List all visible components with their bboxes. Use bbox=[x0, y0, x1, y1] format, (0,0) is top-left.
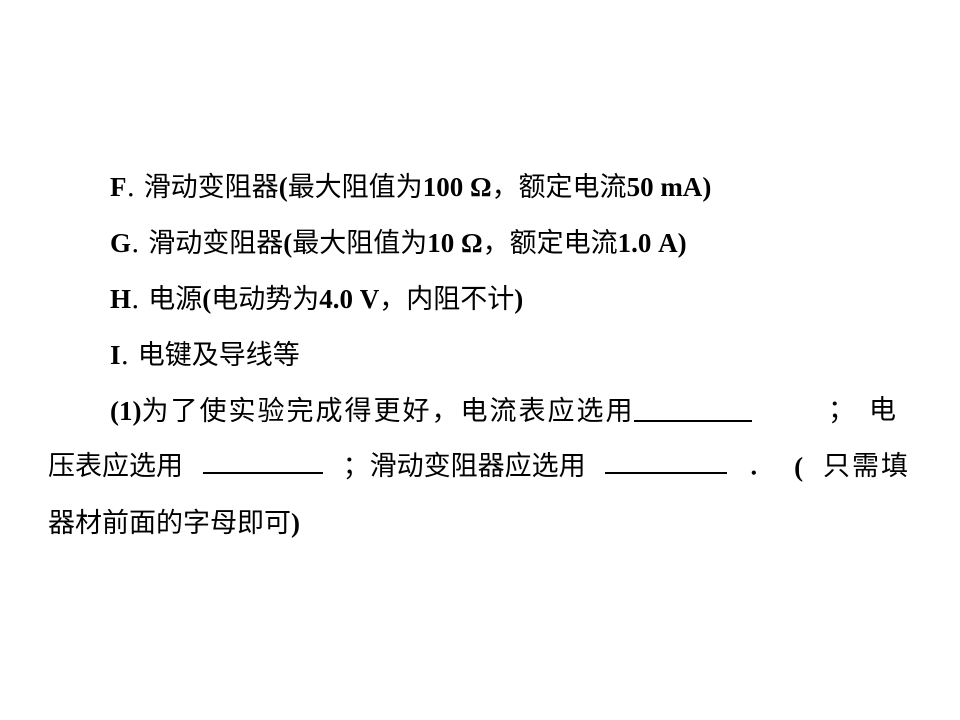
option-spec-label-2: ，额定电流 bbox=[482, 228, 618, 259]
question-note: 器材前面的字母即可 bbox=[48, 508, 291, 539]
option-separator: . bbox=[126, 172, 136, 203]
question-line-3: 器材前面的字母即可) bbox=[48, 506, 300, 540]
option-name: 电源 bbox=[148, 284, 203, 315]
close-paren: ) bbox=[291, 508, 300, 538]
question-note: 只需填 bbox=[822, 451, 910, 482]
option-spec-value: 10 Ω bbox=[427, 228, 483, 258]
question-line-2: 压表应选用 ；滑动变阻器应选用 ． ( 只需填 bbox=[48, 450, 910, 484]
option-separator: . bbox=[131, 228, 140, 259]
question-line-1: (1)为了使实验完成得更好，电流表应选用 ；电 bbox=[110, 394, 910, 428]
question-number: (1) bbox=[110, 396, 142, 426]
close-paren: ) bbox=[514, 284, 524, 314]
option-g: G. 滑动变阻器(最大阻值为10 Ω，额定电流1.0 A) bbox=[110, 226, 687, 260]
option-letter: F bbox=[110, 172, 127, 202]
question-text-tail: ；电 bbox=[828, 395, 910, 426]
open-paren: ( bbox=[283, 228, 293, 258]
close-paren: ) bbox=[702, 172, 712, 202]
open-paren: ( bbox=[794, 452, 804, 482]
option-name: 滑动变阻器 bbox=[143, 172, 279, 203]
question-text: 为了使实验完成得更好，电流表应选用 bbox=[141, 396, 635, 427]
option-spec-label-2: ，内阻不计 bbox=[379, 284, 515, 315]
option-separator: . bbox=[131, 284, 140, 315]
option-name: 电键及导线等 bbox=[137, 340, 300, 371]
option-spec-label: 最大阻值为 bbox=[287, 172, 423, 203]
period: ． bbox=[747, 451, 775, 482]
answer-blank-rheostat[interactable] bbox=[605, 450, 728, 474]
answer-blank-voltmeter[interactable] bbox=[202, 450, 323, 474]
open-paren: ( bbox=[278, 172, 288, 202]
option-spec-label: 最大阻值为 bbox=[292, 228, 428, 259]
question-text: 压表应选用 bbox=[48, 451, 183, 482]
option-letter: H bbox=[110, 284, 132, 314]
option-spec-label-2: ，额定电流 bbox=[491, 172, 627, 203]
question-text: ；滑动变阻器应选用 bbox=[342, 451, 586, 482]
option-h: H. 电源(电动势为4.0 V，内阻不计) bbox=[110, 282, 523, 316]
option-i: I. 电键及导线等 bbox=[110, 338, 300, 372]
open-paren: ( bbox=[202, 284, 212, 314]
option-separator: . bbox=[120, 340, 130, 371]
answer-blank-ammeter[interactable] bbox=[634, 398, 753, 422]
option-f: F. 滑动变阻器(最大阻值为100 Ω，额定电流50 mA) bbox=[110, 170, 711, 204]
option-name: 滑动变阻器 bbox=[148, 228, 284, 259]
close-paren: ) bbox=[677, 228, 687, 258]
option-spec-label: 电动势为 bbox=[211, 284, 320, 315]
option-spec-value: 100 Ω bbox=[422, 172, 492, 202]
option-spec-value: 4.0 V bbox=[319, 284, 380, 314]
option-letter: I bbox=[110, 340, 121, 370]
option-spec-value-2: 1.0 A bbox=[617, 228, 678, 258]
option-letter: G bbox=[110, 228, 132, 258]
option-spec-value-2: 50 mA bbox=[626, 172, 703, 202]
